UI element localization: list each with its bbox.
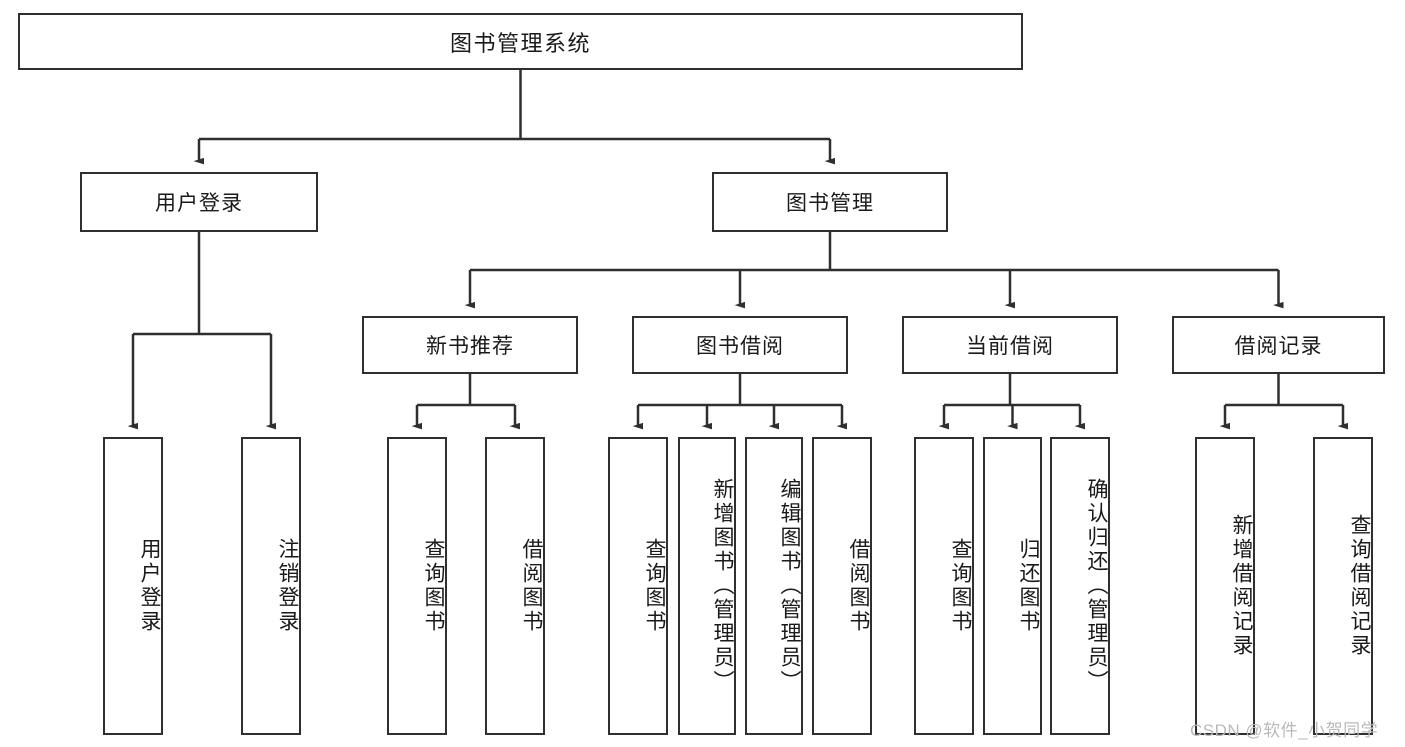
node-current-borrow[interactable]: 当前借阅: [902, 316, 1118, 374]
node-leaf-bb-edit[interactable]: 编辑图书（管理员）: [745, 437, 803, 735]
node-root[interactable]: 图书管理系统: [18, 13, 1023, 70]
node-leaf-br-add[interactable]: 新增借阅记录: [1195, 437, 1255, 735]
node-label: 归还图书: [1017, 538, 1040, 634]
node-leaf-bb-query[interactable]: 查询图书: [608, 437, 668, 735]
node-borrow-record[interactable]: 借阅记录: [1172, 316, 1385, 374]
node-label: 用户登录: [138, 538, 161, 634]
node-book-manage[interactable]: 图书管理: [712, 172, 948, 232]
node-user-login[interactable]: 用户登录: [80, 172, 318, 232]
node-label: 新书推荐: [426, 335, 514, 358]
node-leaf-rec-query[interactable]: 查询图书: [387, 437, 447, 735]
node-leaf-cb-confirm[interactable]: 确认归还（管理员）: [1050, 437, 1110, 735]
node-label: 查询图书: [422, 538, 445, 634]
node-leaf-rec-borrow[interactable]: 借阅图书: [485, 437, 545, 735]
node-leaf-cb-return[interactable]: 归还图书: [983, 437, 1042, 735]
node-label: 新增图书（管理员）: [711, 478, 734, 694]
node-leaf-user-login[interactable]: 用户登录: [103, 437, 163, 735]
node-leaf-bb-borrow[interactable]: 借阅图书: [812, 437, 872, 735]
node-label: 借阅图书: [520, 538, 543, 634]
node-label: 编辑图书（管理员）: [778, 478, 801, 694]
node-new-book-rec[interactable]: 新书推荐: [362, 316, 578, 374]
node-leaf-cb-query[interactable]: 查询图书: [914, 437, 974, 735]
node-label: 当前借阅: [966, 335, 1054, 358]
node-leaf-user-logout[interactable]: 注销登录: [241, 437, 301, 735]
node-label: 查询图书: [949, 538, 972, 634]
node-leaf-br-query[interactable]: 查询借阅记录: [1313, 437, 1373, 735]
node-label: 图书借阅: [696, 335, 784, 358]
node-label: 查询图书: [643, 538, 666, 634]
node-book-borrow[interactable]: 图书借阅: [632, 316, 848, 374]
node-label: 注销登录: [276, 538, 299, 634]
node-label: 新增借阅记录: [1230, 514, 1253, 658]
node-label: 用户登录: [155, 192, 243, 215]
node-label: 图书管理系统: [449, 30, 591, 56]
node-label: 借阅图书: [847, 538, 870, 634]
node-label: 图书管理: [786, 192, 874, 215]
node-label: 借阅记录: [1234, 335, 1323, 358]
node-label: 查询借阅记录: [1348, 514, 1371, 658]
node-leaf-bb-add[interactable]: 新增图书（管理员）: [678, 437, 736, 735]
node-label: 确认归还（管理员）: [1085, 478, 1108, 694]
